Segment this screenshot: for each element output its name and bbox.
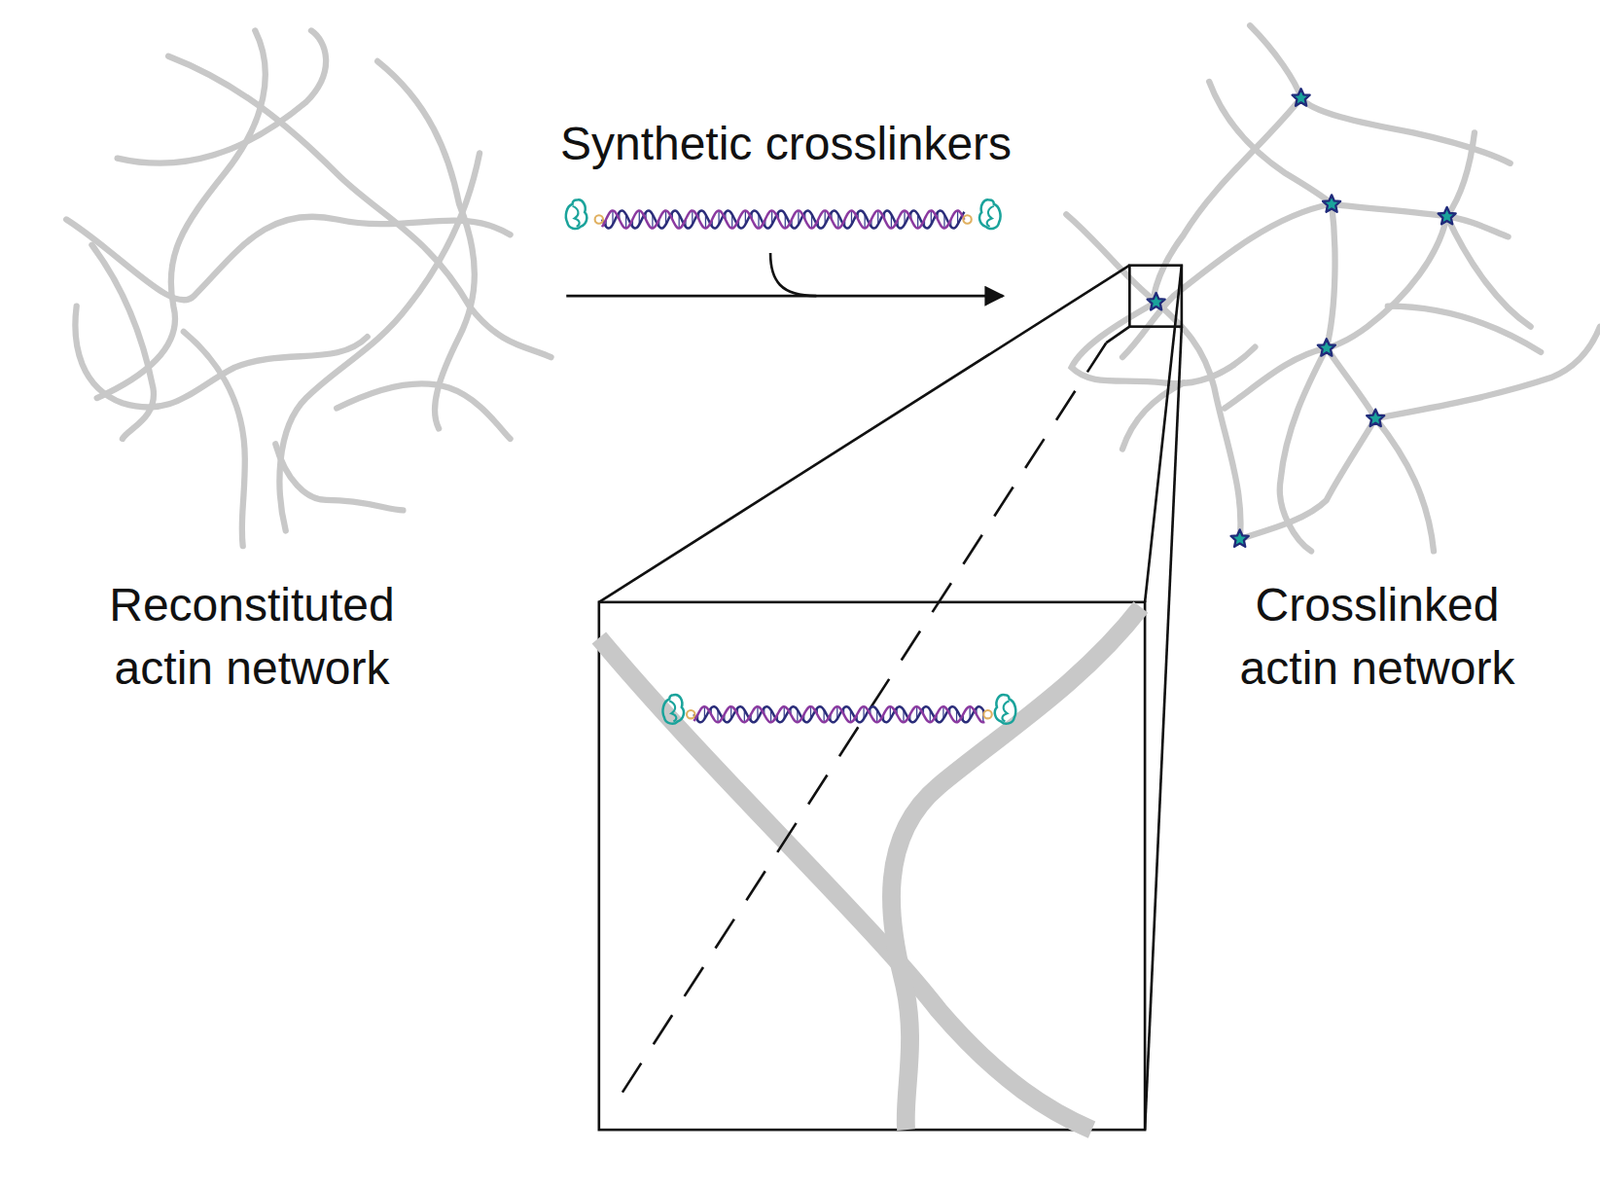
actin-binding-domain (995, 694, 1016, 724)
network-label: Crosslinked actin network (1207, 573, 1548, 701)
zoom-guide (617, 342, 1107, 1100)
dna-crosslinker (595, 210, 972, 229)
actin-filaments (1066, 25, 1600, 551)
actin-binding-domain (566, 199, 587, 229)
actin-binding-domain (663, 694, 684, 724)
zoom-callout (599, 265, 1182, 1130)
crosslink-stars (1147, 88, 1457, 547)
actin-filaments (66, 30, 551, 546)
actin-filaments-zoomed (599, 606, 1141, 1130)
reagent-label: Synthetic crosslinkers (560, 112, 1012, 177)
dna-crosslinker (686, 706, 993, 723)
network-label: Reconstituted actin network (81, 573, 423, 701)
reaction-arrow (566, 252, 1003, 296)
actin-binding-domain (979, 199, 1000, 229)
